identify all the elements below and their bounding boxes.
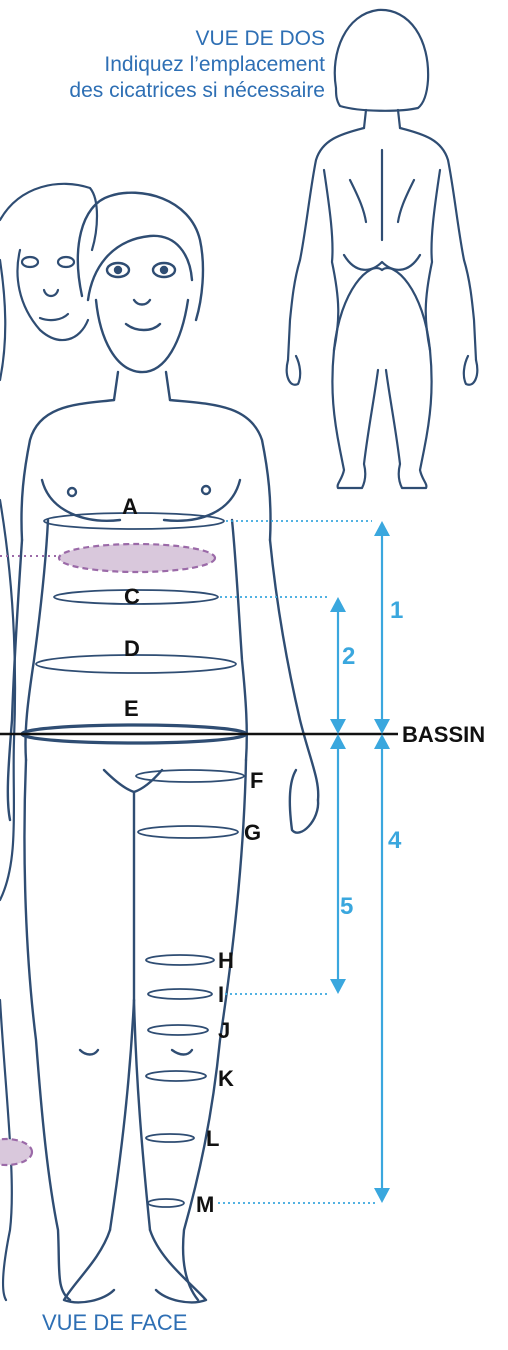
label-k: K (218, 1066, 234, 1091)
label-m: M (196, 1192, 214, 1217)
arrow-2-head-top (330, 597, 346, 612)
length-label-4: 4 (388, 827, 402, 854)
scar-marker-leg (0, 1139, 32, 1165)
arrow-1-head-top (374, 521, 390, 536)
arrow-5-head-top (330, 734, 346, 749)
label-e: E (124, 696, 139, 721)
ring-i (148, 989, 212, 999)
ring-h (146, 955, 214, 965)
ring-f (136, 770, 244, 782)
ring-j (148, 1025, 208, 1035)
arrow-2-head-bottom (330, 719, 346, 734)
back-view-title: VUE DE DOS (195, 26, 325, 52)
label-i: I (218, 982, 224, 1007)
back-view-instruction-1: Indiquez l’emplacement (104, 52, 325, 78)
pelvis-label: BASSIN (402, 722, 485, 747)
length-label-2: 2 (342, 643, 355, 670)
scar-marker-abdomen (59, 544, 215, 572)
arrow-4-head-top (374, 734, 390, 749)
ring-l (146, 1134, 194, 1142)
label-l: L (206, 1126, 219, 1151)
length-label-1: 1 (390, 597, 403, 624)
label-c: C (124, 584, 140, 609)
label-a: A (122, 494, 138, 519)
back-view-instruction-2: des cicatrices si nécessaire (69, 78, 325, 104)
length-label-5: 5 (340, 893, 353, 920)
front-view-caption: VUE DE FACE (42, 1310, 187, 1336)
label-f: F (250, 768, 263, 793)
front-view-figure (8, 193, 318, 1303)
ring-g (138, 826, 238, 838)
ring-k (146, 1071, 206, 1081)
label-d: D (124, 636, 140, 661)
label-j: J (218, 1018, 230, 1043)
length-arrows (330, 521, 390, 1203)
ring-m (148, 1199, 184, 1207)
arrow-4-head-bottom (374, 1188, 390, 1203)
label-g: G (244, 820, 261, 845)
arrow-5-head-bottom (330, 979, 346, 994)
label-h: H (218, 948, 234, 973)
arrow-1-head-bottom (374, 719, 390, 734)
